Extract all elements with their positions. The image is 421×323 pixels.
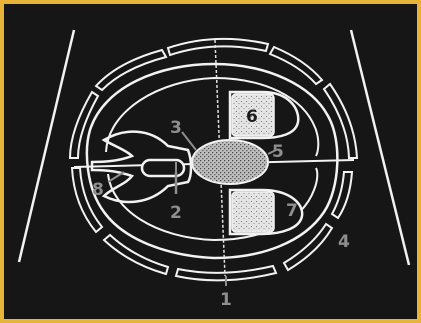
label-1: 1 bbox=[220, 290, 232, 310]
label-7: 7 bbox=[286, 201, 298, 221]
label-6: 6 bbox=[246, 107, 258, 127]
label-8: 8 bbox=[92, 180, 104, 200]
leader-3 bbox=[182, 132, 196, 150]
label-5: 5 bbox=[272, 142, 284, 162]
cavum-septi-pellucidi bbox=[142, 160, 184, 176]
left-sector-line bbox=[19, 30, 74, 262]
leader-8 bbox=[108, 172, 124, 182]
choroid-plexus-lower bbox=[232, 192, 274, 232]
label-4: 4 bbox=[338, 232, 350, 252]
label-2: 2 bbox=[170, 203, 182, 223]
thalamus bbox=[192, 140, 268, 184]
right-sector-line bbox=[351, 30, 409, 265]
label-3: 3 bbox=[170, 118, 182, 138]
